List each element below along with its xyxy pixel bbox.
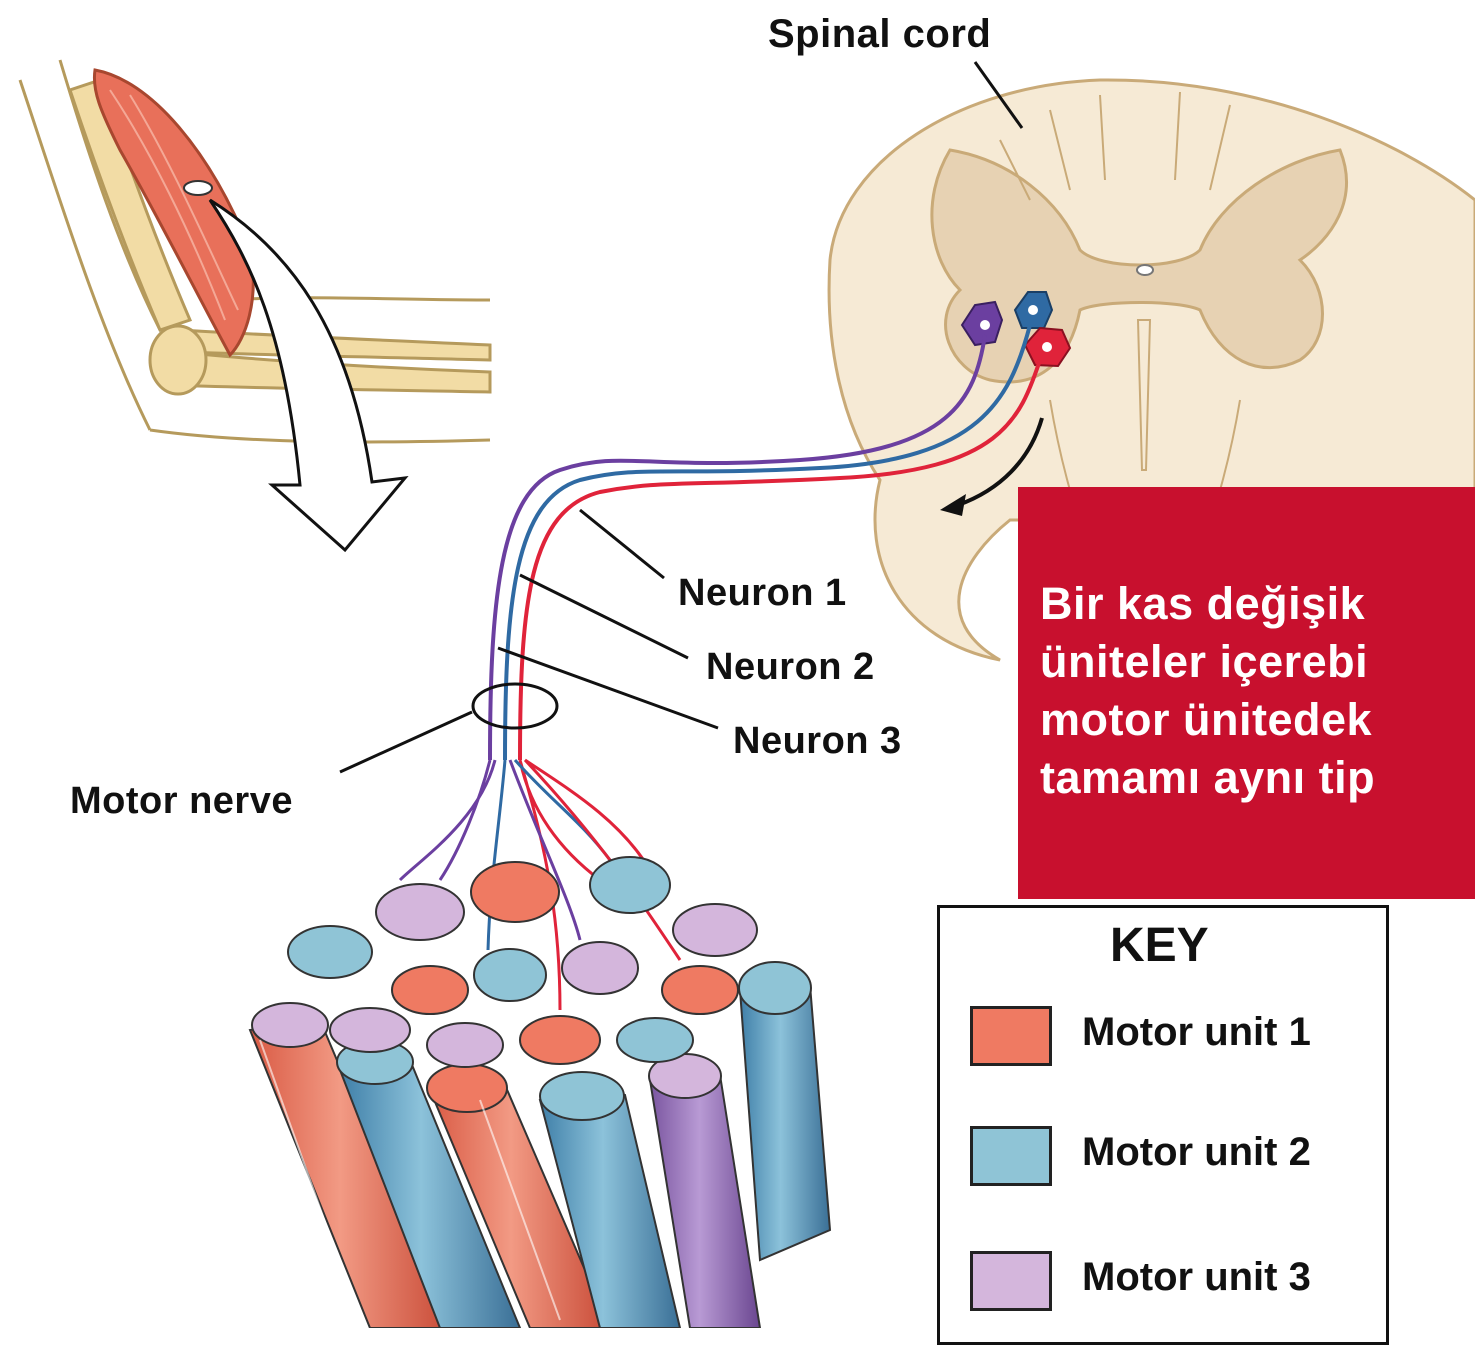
legend-swatch-motor-unit-2 bbox=[970, 1126, 1052, 1186]
callout-box: Bir kas değişik üniteler içerebi motor ü… bbox=[1018, 487, 1475, 899]
callout-line: tamamı aynı tip bbox=[1040, 749, 1375, 807]
legend-label: Motor unit 1 bbox=[1082, 1010, 1311, 1055]
callout-text: Bir kas değişik üniteler içerebi motor ü… bbox=[1040, 575, 1375, 807]
neuron-2-label: Neuron 2 bbox=[706, 646, 875, 689]
legend-swatch-motor-unit-1 bbox=[970, 1006, 1052, 1066]
motor-nerve-label: Motor nerve bbox=[70, 780, 293, 823]
neuron-1-label: Neuron 1 bbox=[678, 572, 847, 615]
legend-key: KEY Motor unit 1 Motor unit 2 Motor unit… bbox=[937, 905, 1389, 1345]
callout-line: üniteler içerebi bbox=[1040, 633, 1375, 691]
spinal-cord-label: Spinal cord bbox=[768, 12, 991, 57]
muscle-fibre-bundle bbox=[250, 857, 830, 1328]
callout-line: motor ünitedek bbox=[1040, 691, 1375, 749]
callout-line: Bir kas değişik bbox=[1040, 575, 1375, 633]
legend-label: Motor unit 3 bbox=[1082, 1255, 1311, 1300]
neuron-3-label: Neuron 3 bbox=[733, 720, 902, 763]
legend-label: Motor unit 2 bbox=[1082, 1130, 1311, 1175]
legend-swatch-motor-unit-3 bbox=[970, 1251, 1052, 1311]
legend-title: KEY bbox=[1110, 918, 1209, 973]
